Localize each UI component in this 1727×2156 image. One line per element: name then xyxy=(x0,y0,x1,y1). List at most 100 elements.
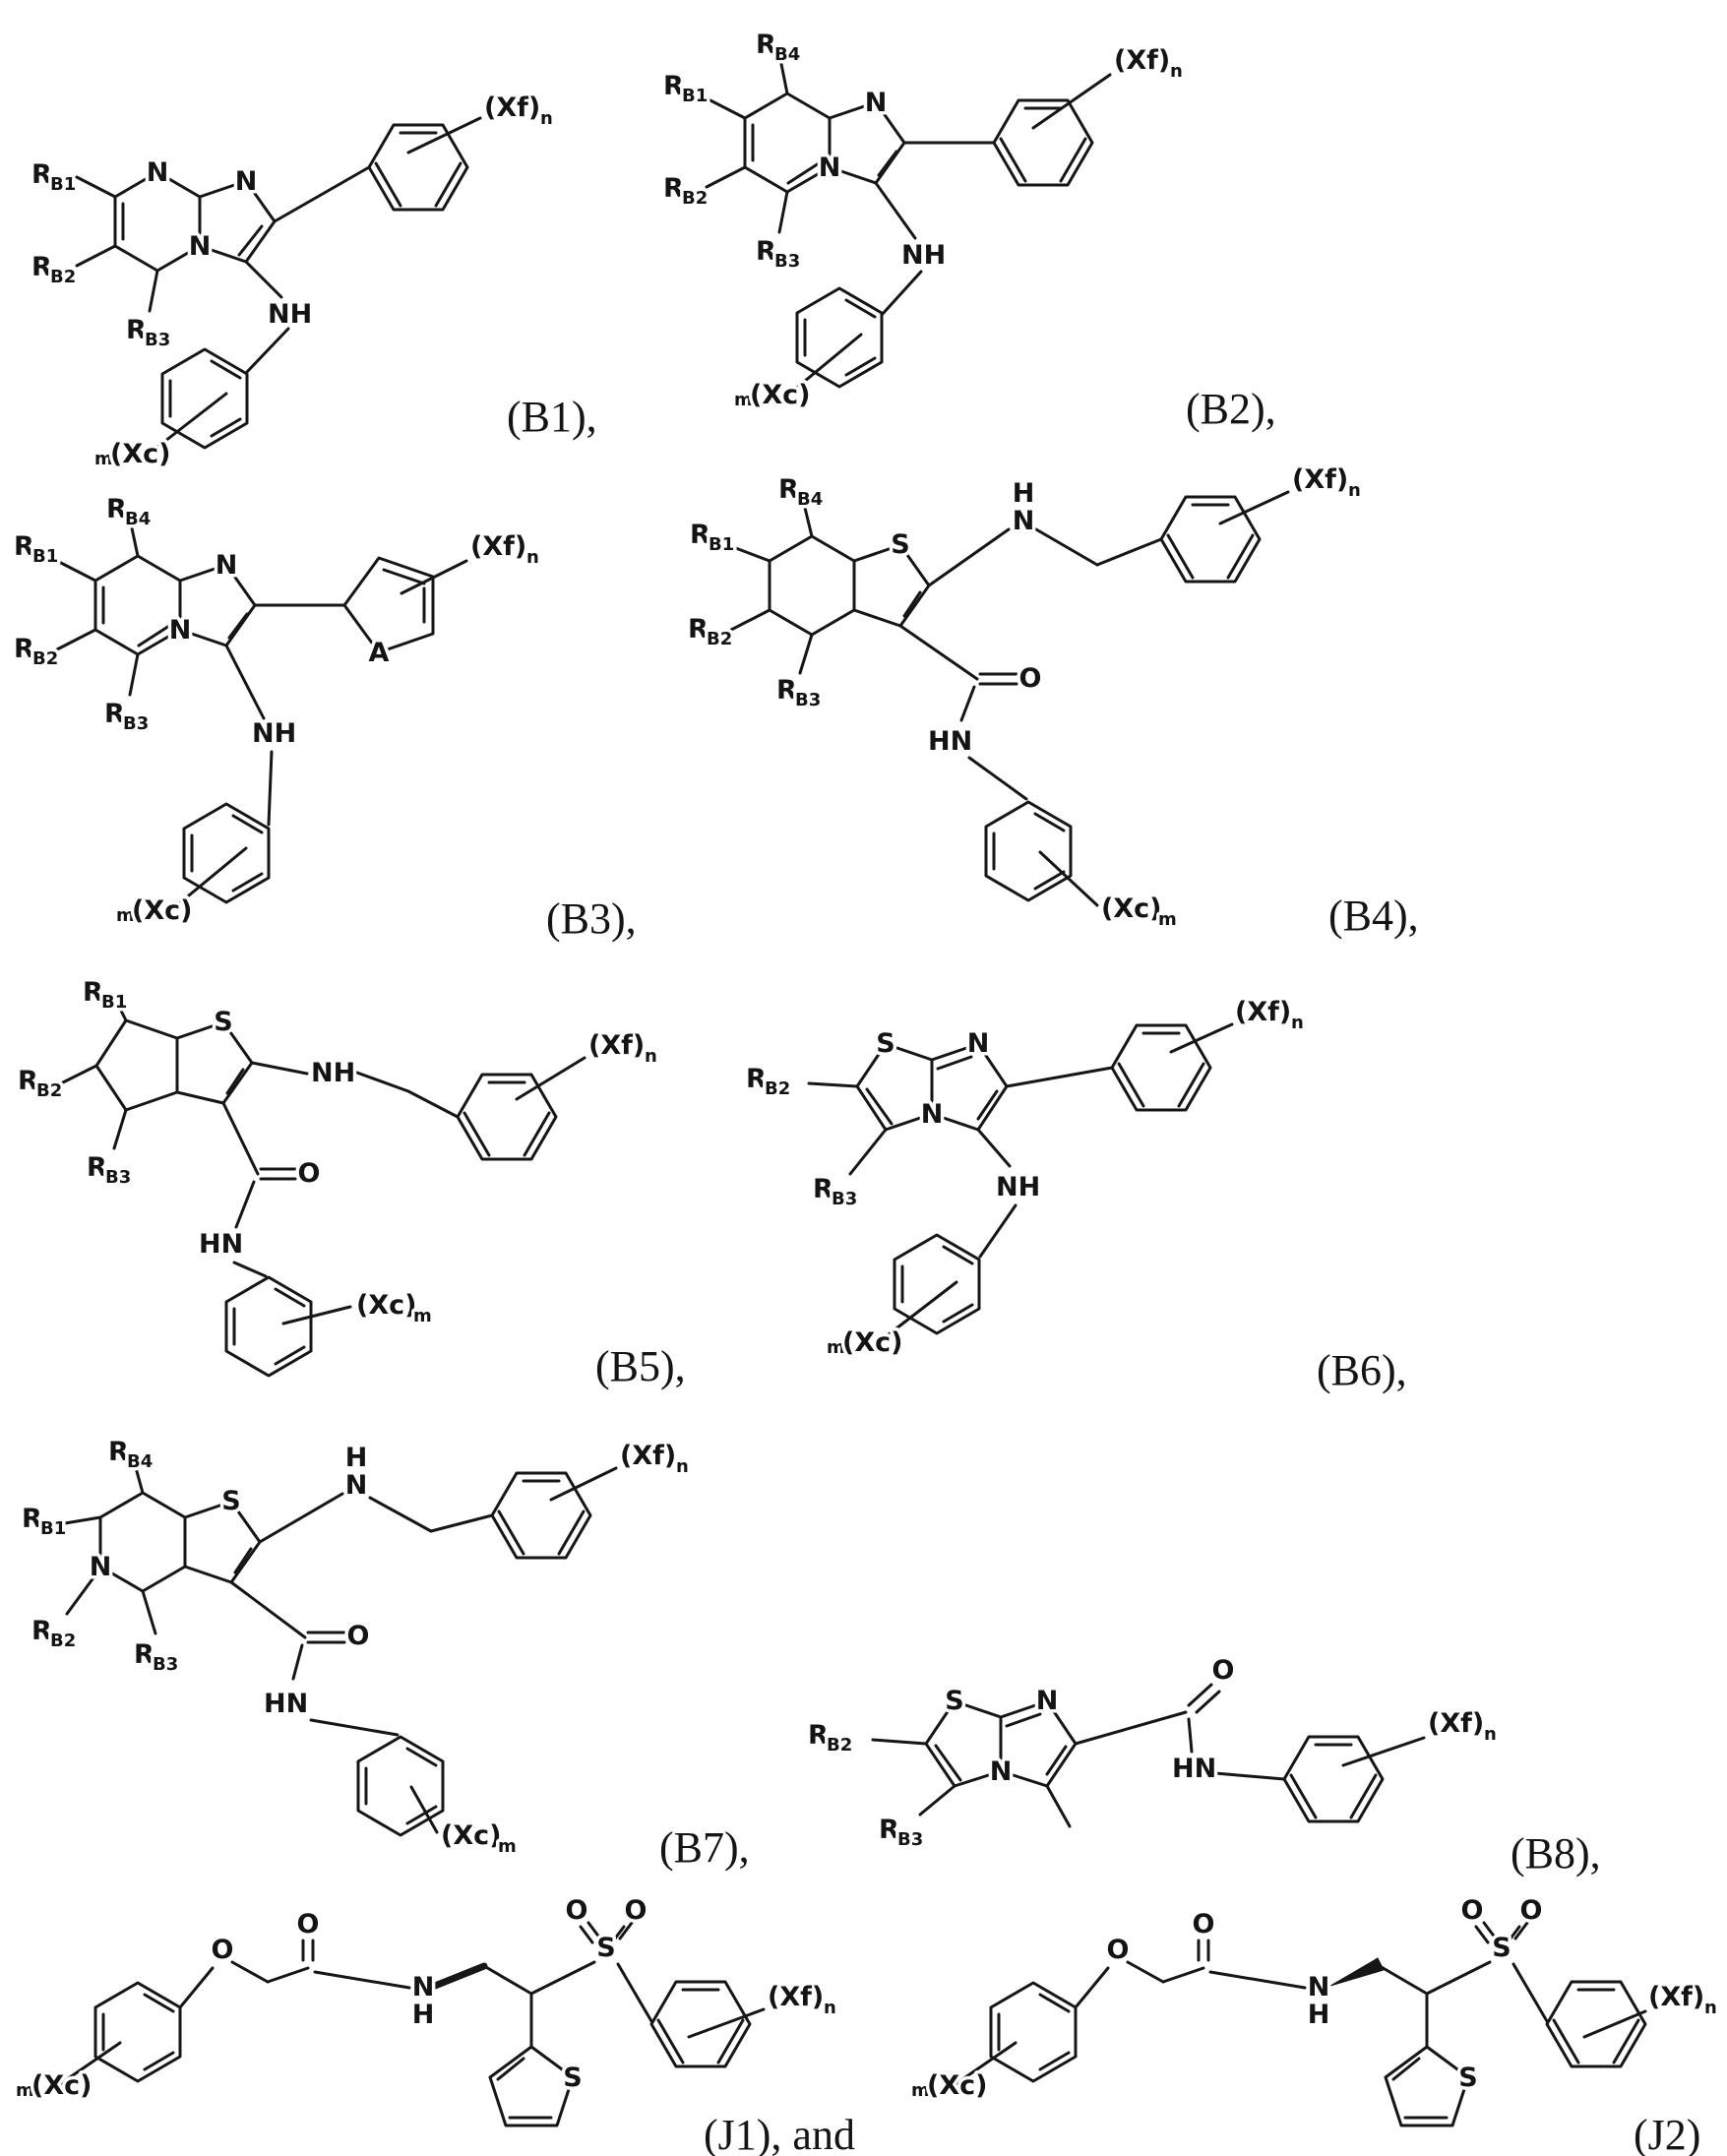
label-rb2: R xyxy=(746,1064,767,1094)
label-xc-sub: m xyxy=(827,1337,845,1358)
label-xc: (Xc) xyxy=(356,1290,417,1321)
atom-s-icon: S xyxy=(563,2063,582,2093)
label-nh: NH xyxy=(996,1172,1040,1202)
atom-h-icon: H xyxy=(345,1443,368,1473)
label-xc-sub: m xyxy=(734,390,753,410)
label-rb3-sub: B3 xyxy=(897,1829,923,1850)
atom-o-icon: O xyxy=(1019,663,1042,694)
structure-b5: S O NH HN R B1 R B2 R B3 (Xf) n (Xc) m (… xyxy=(10,974,728,1397)
label-rb1-sub: B1 xyxy=(40,1518,66,1539)
atom-n-icon: N xyxy=(345,1470,368,1501)
atom-o-icon: O xyxy=(1193,1909,1215,1940)
label-xc: (Xc) xyxy=(1101,893,1162,924)
label-rb2-sub: B2 xyxy=(765,1078,790,1099)
label-xc-sub: m xyxy=(116,905,135,926)
atom-o-icon: O xyxy=(566,1895,588,1926)
structure-b3-drawing: N N A R B4 R B1 R B2 R B3 (Xf) n NH m (X… xyxy=(11,491,637,944)
structure-b5-drawing: S O NH HN R B1 R B2 R B3 (Xf) n (Xc) m (… xyxy=(15,974,686,1391)
label-rb3-sub: B3 xyxy=(832,1189,857,1209)
label-rb1-sub: B1 xyxy=(709,534,734,555)
b3-labels: N N A R B4 R B1 R B2 R B3 (Xf) n NH m (X… xyxy=(11,491,543,930)
label-xc: (Xc) xyxy=(750,380,811,410)
label-rb2: R xyxy=(18,1066,38,1096)
label-hn: HN xyxy=(928,726,972,757)
label-xc-sub: m xyxy=(498,1836,517,1857)
structure-b7: N S H N O HN R B4 R B1 R B2 R B3 (Xf) n … xyxy=(10,1434,777,1879)
atom-o-icon: O xyxy=(297,1909,320,1940)
label-rb1: R xyxy=(31,159,52,190)
atom-n-icon: N xyxy=(235,166,258,197)
label-rb4-sub: B4 xyxy=(125,509,151,529)
atom-a-icon: A xyxy=(369,638,390,668)
label-xc: (Xc) xyxy=(441,1820,502,1851)
label-rb1-sub: B1 xyxy=(32,546,58,567)
caption-j1: (J1), and xyxy=(704,2111,855,2156)
label-rb2: R xyxy=(663,173,684,204)
label-xf-sub: n xyxy=(526,547,539,568)
label-nh: NH xyxy=(252,718,296,749)
label-xc-sub: m xyxy=(1158,909,1177,930)
label-rb4-sub: B4 xyxy=(774,44,800,65)
atom-o-icon: O xyxy=(1212,1655,1235,1686)
label-rb3: R xyxy=(813,1174,833,1204)
label-xf: (Xf) xyxy=(1235,997,1291,1027)
j2-labels: m (Xc) O O N H S O O S (Xf) n xyxy=(908,1892,1721,2105)
structure-b2-drawing: N N R B4 R B1 R B2 R B3 (Xf) n NH m (Xc)… xyxy=(660,27,1276,434)
j2-bonds xyxy=(951,1921,1647,2127)
b2-labels: N N R B4 R B1 R B2 R B3 (Xf) n NH m (Xc) xyxy=(660,27,1187,414)
label-rb3-sub: B3 xyxy=(123,713,149,734)
b4-labels: S H N O HN R B4 R B1 R B2 R B3 (Xf) n (X… xyxy=(685,462,1365,934)
atom-n-icon: N xyxy=(921,1099,944,1130)
label-xf: (Xf) xyxy=(470,531,526,562)
atom-n-icon: N xyxy=(216,550,238,581)
label-rb4: R xyxy=(106,494,127,524)
atom-s-icon: S xyxy=(596,1933,615,1963)
label-rb2-sub: B2 xyxy=(32,648,58,669)
atom-o-icon: O xyxy=(1520,1895,1543,1926)
caption-b2: (B2), xyxy=(1186,385,1276,433)
label-xf-sub: n xyxy=(1704,1998,1717,2018)
structure-b4: S H N O HN R B4 R B1 R B2 R B3 (Xf) n (X… xyxy=(684,462,1451,959)
structure-j1-drawing: m (Xc) O O N H S O O S (Xf) n (J1), and xyxy=(13,1892,855,2156)
label-hn: HN xyxy=(264,1689,308,1719)
b8-bonds xyxy=(871,1683,1426,1828)
label-rb3: R xyxy=(104,699,125,729)
b4-bonds xyxy=(729,490,1290,907)
b7-labels: N S H N O HN R B4 R B1 R B2 R B3 (Xf) n … xyxy=(19,1434,693,1861)
label-nh: NH xyxy=(311,1058,355,1088)
label-rb3: R xyxy=(879,1815,899,1845)
atom-s-icon: S xyxy=(876,1028,894,1059)
structure-j2-drawing: m (Xc) O O N H S O O S (Xf) n (J2) xyxy=(908,1892,1721,2156)
structure-b2: N N R B4 R B1 R B2 R B3 (Xf) n NH m (Xc)… xyxy=(649,10,1309,453)
label-xf: (Xf) xyxy=(620,1441,676,1471)
structure-b3: N N A R B4 R B1 R B2 R B3 (Xf) n NH m (X… xyxy=(10,491,659,950)
atom-o-icon: O xyxy=(347,1621,370,1651)
atom-s-icon: S xyxy=(1458,2063,1477,2093)
b5-bonds xyxy=(59,1003,586,1378)
atom-o-icon: O xyxy=(1107,1935,1130,1965)
atom-s-icon: S xyxy=(221,1486,240,1516)
label-xc-sub: m xyxy=(94,449,113,469)
label-rb2: R xyxy=(14,634,34,664)
caption-b7: (B7), xyxy=(659,1823,750,1872)
label-xf: (Xf) xyxy=(1648,1982,1704,2012)
atom-n-icon: N xyxy=(90,1552,112,1582)
label-rb1: R xyxy=(663,71,684,101)
label-rb4-sub: B4 xyxy=(127,1451,153,1472)
b6-bonds xyxy=(807,1022,1234,1343)
b1-bonds xyxy=(75,116,482,457)
atom-n-icon: N xyxy=(1036,1686,1059,1716)
structure-b6-drawing: S N N R B2 R B3 (Xf) n NH m (Xc) (B6), xyxy=(743,994,1407,1395)
label-rb1-sub: B1 xyxy=(682,86,708,106)
label-xf: (Xf) xyxy=(1114,45,1170,76)
label-rb1-sub: B1 xyxy=(101,992,127,1013)
label-hn: HN xyxy=(199,1229,243,1260)
label-xc: (Xc) xyxy=(927,2070,988,2101)
structure-b6: S N N R B2 R B3 (Xf) n NH m (Xc) (B6), xyxy=(728,994,1422,1397)
label-rb1-sub: B1 xyxy=(50,174,76,195)
label-rb3: R xyxy=(756,236,776,267)
label-rb3: R xyxy=(87,1152,107,1183)
b6-labels: S N N R B2 R B3 (Xf) n NH m (Xc) xyxy=(743,994,1308,1362)
label-rb4: R xyxy=(778,474,799,505)
label-hn: HN xyxy=(1172,1754,1216,1784)
